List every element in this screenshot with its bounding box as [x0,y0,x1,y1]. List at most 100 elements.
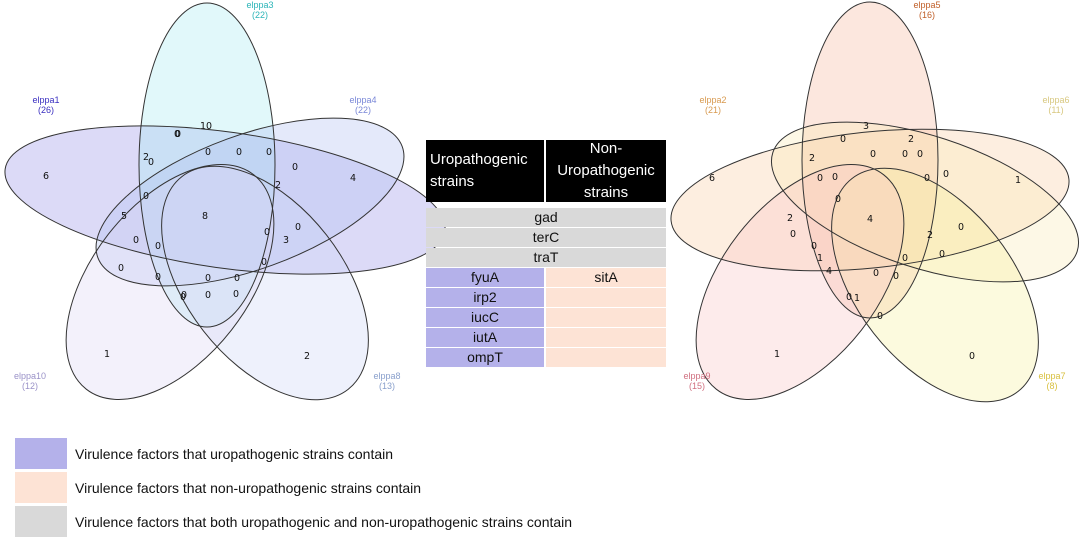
venn-set-name: elppa10 [14,371,46,381]
venn-set-size: (26) [38,105,54,115]
venn-set-name: elppa7 [1038,371,1065,381]
virulence-factor-table: Uropathogenic strains Non-Uropathogenic … [426,140,666,368]
venn-region-count: 0 [943,169,949,180]
venn-region-count: 10 [200,121,212,132]
nonuro-factor-cell [546,308,666,327]
venn-region-count: 2 [908,134,914,145]
venn-set-size: (22) [355,105,371,115]
venn-region-count: 0 [902,149,908,160]
venn-set-name: elppa3 [246,0,273,10]
venn-region-count: 4 [867,214,873,225]
venn-region-count: 0 [233,289,239,300]
legend: Virulence factors that uropathogenic str… [15,438,572,540]
venn-region-count: 0 [205,290,211,301]
venn-region-count: 0 [261,257,267,268]
venn-set-fill [670,129,1070,271]
venn-region-count: 0 [877,311,883,322]
venn-set-name: elppa5 [913,0,940,10]
venn-set-name: elppa4 [349,95,376,105]
venn-region-count: 0 [180,292,186,303]
venn-region-count: 0 [205,147,211,158]
venn-set-fill [96,118,404,286]
venn-set-size: (21) [705,105,721,115]
legend-swatch-nonuro [15,472,67,503]
venn-set-outline [695,164,905,400]
venn-set-outline [831,167,1039,403]
venn-region-count: 2 [787,213,793,224]
legend-item-both: Virulence factors that both uropathogeni… [15,506,572,537]
venn-region-count: 0 [155,272,161,283]
venn-region-count: 2 [275,180,281,191]
uro-factor-cell: iutA [426,328,544,347]
venn-region-count: 0 [155,241,161,252]
venn-region-count: 2 [927,230,933,241]
venn-set-size: (22) [252,10,268,20]
venn-region-count: 0 [917,149,923,160]
table-row: ompT [426,348,666,367]
venn-region-count: 2 [143,152,149,163]
venn-set-name: elppa9 [683,371,710,381]
nonuro-factor-cell [546,328,666,347]
venn-region-count: 0 [840,134,846,145]
uro-factor-cell: fyuA [426,268,544,287]
table-row: terC [426,228,666,247]
legend-swatch-both [15,506,67,537]
legend-text-uro: Virulence factors that uropathogenic str… [75,445,394,462]
venn-region-count: 0 [264,227,270,238]
legend-swatch-uro [15,438,67,469]
venn-set-name: elppa6 [1042,95,1069,105]
venn-set-size: (15) [689,381,705,391]
venn-set-size: (13) [379,381,395,391]
venn-region-count: 0 [148,157,154,168]
venn-region-count: 0 [234,273,240,284]
nonuro-factor-cell [546,288,666,307]
venn-region-count: 3 [283,235,289,246]
header-uropathogenic: Uropathogenic strains [426,140,544,202]
venn-set-fill [831,168,1039,402]
venn-region-count: 6 [43,171,49,182]
venn-region-count: 1 [774,349,780,360]
venn-region-count: 0 [133,235,139,246]
shared-factor-cell: terC [426,228,666,247]
venn-set-outline [670,128,1070,272]
venn-set-outline [138,2,276,328]
venn-region-count: 1 [1015,175,1021,186]
venn-region-count: 0 [118,263,124,274]
table-row: fyuA sitA [426,268,666,287]
venn-set-size: (11) [1048,105,1063,115]
legend-item-uro: Virulence factors that uropathogenic str… [15,438,572,469]
venn-region-count: 0 [846,292,852,303]
venn-region-count: 0 [143,191,149,202]
venn-left: elppa1(26)elppa3(22)elppa4(22)elppa8(13)… [4,0,446,401]
venn-region-count: 2 [304,351,310,362]
uro-factor-cell: iucC [426,308,544,327]
venn-region-count: 0 [205,273,211,284]
table-row: irp2 [426,288,666,307]
venn-region-count: 1 [854,293,860,304]
nonuro-factor-cell [546,348,666,367]
venn-region-count: 0 [958,222,964,233]
venn-region-count: 0 [292,162,298,173]
venn-set-fill [771,122,1079,282]
venn-region-count: 3 [863,121,869,132]
venn-region-count: 0 [924,173,930,184]
venn-region-count: 0 [832,172,838,183]
venn-region-count: 4 [350,173,356,184]
venn-region-count: 0 [266,147,272,158]
uro-factor-cell: irp2 [426,288,544,307]
legend-text-both: Virulence factors that both uropathogeni… [75,513,573,530]
venn-set-outline [65,164,275,400]
venn-set-outline [770,121,1080,283]
venn-region-count: 0 [835,194,841,205]
table-row: traT [426,248,666,267]
venn-set-size: (8) [1047,381,1058,391]
shared-factor-cell: gad [426,208,666,227]
uro-factor-cell: ompT [426,348,544,367]
venn-region-count: 0 [902,253,908,264]
venn-region-count: 0 [817,173,823,184]
table-row: gad [426,208,666,227]
venn-region-count: 0 [175,129,181,140]
venn-set-outline [95,117,405,287]
venn-set-name: elppa2 [699,95,726,105]
venn-region-count: 0 [181,290,187,301]
